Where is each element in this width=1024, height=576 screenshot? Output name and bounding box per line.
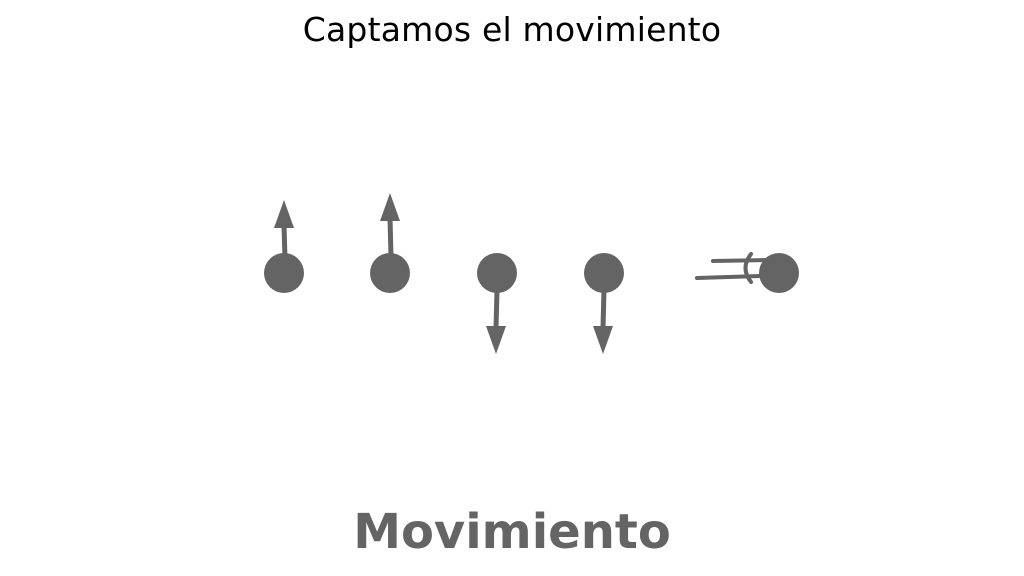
particle-group-5 bbox=[695, 252, 799, 293]
arrow-shaft bbox=[281, 225, 288, 259]
particle-group-4 bbox=[584, 253, 624, 354]
particle-group-1 bbox=[264, 200, 304, 293]
particle-group-3 bbox=[477, 253, 517, 354]
motion-line bbox=[711, 258, 770, 263]
particle-dot bbox=[264, 253, 304, 293]
arrow-down-head bbox=[593, 326, 613, 354]
motion-line bbox=[695, 274, 762, 280]
arrow-up-head bbox=[274, 200, 294, 228]
arrow-up-head bbox=[380, 193, 400, 221]
slide-title: Captamos el movimiento bbox=[302, 10, 722, 49]
particle-dot bbox=[477, 253, 517, 293]
arrow-shaft bbox=[600, 289, 607, 329]
particle-group-2 bbox=[370, 193, 410, 293]
arrow-shaft bbox=[387, 217, 394, 257]
slide-caption: Movimiento bbox=[353, 504, 671, 560]
particle-dot bbox=[584, 253, 624, 293]
particle-dot bbox=[370, 253, 410, 293]
particle-dot bbox=[759, 253, 799, 293]
motion-curve bbox=[743, 252, 753, 284]
arrow-shaft bbox=[493, 289, 500, 329]
arrow-down-head bbox=[486, 326, 506, 354]
